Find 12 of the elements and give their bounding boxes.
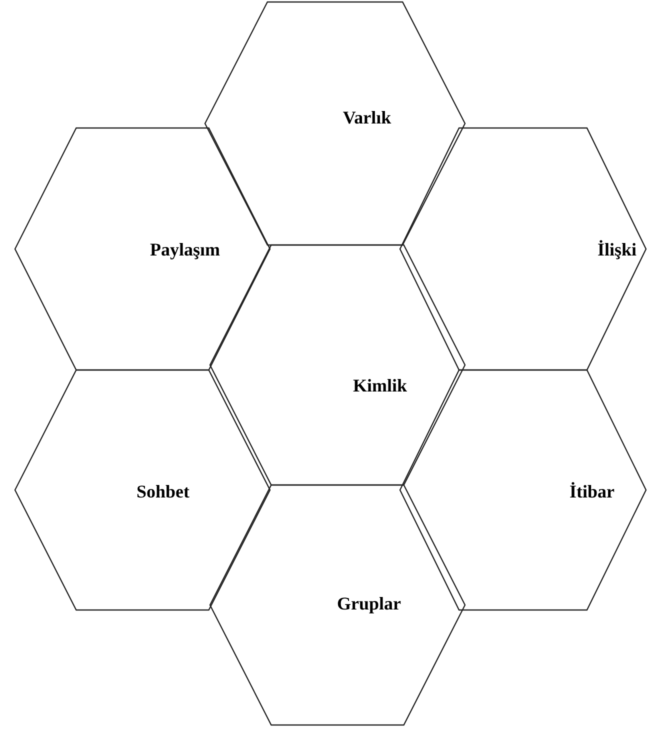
hexagon-label: Sohbet [136,482,190,502]
hexagon-label: Paylaşım [150,240,220,260]
hexagon [15,128,270,370]
hexagon [210,485,465,725]
hexagon-label: Gruplar [337,594,401,614]
hexagon [15,370,270,610]
hexagon-label: İtibar [570,482,614,502]
hexagon [205,2,465,245]
hexagon-label: Kimlik [353,376,407,396]
hexagon [400,128,646,370]
hexagon-label: İlişki [597,240,637,260]
hexagon-label: Varlık [342,108,392,128]
